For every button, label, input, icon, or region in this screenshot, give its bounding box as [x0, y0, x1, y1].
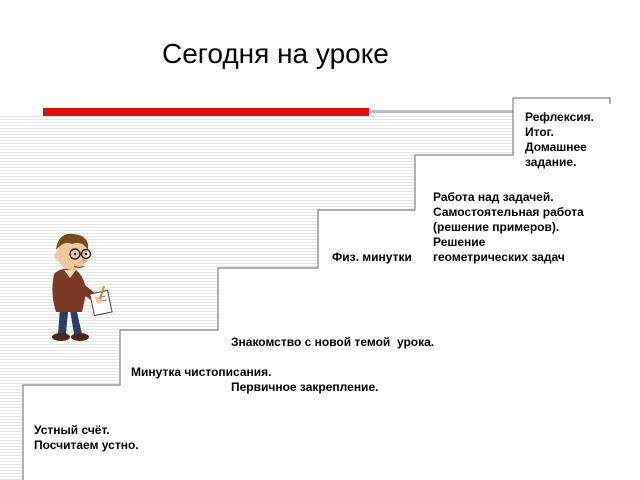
step-5-line-5: геометрических задач	[433, 250, 565, 264]
stair-fill-3	[218, 268, 640, 330]
stair-fill-2	[120, 330, 640, 385]
step-1-line-2: Посчитаем устно.	[34, 438, 139, 452]
step-5-line-4: Решение	[433, 235, 486, 249]
step-5-label: Работа над задачей. Самостоятельная рабо…	[433, 190, 584, 265]
step-6-line-2: Итог.	[525, 125, 554, 139]
step-6-line-1: Рефлексия.	[525, 110, 594, 124]
step-4-label: Физ. минутки	[332, 250, 412, 265]
step-5-line-2: Самостоятельная работа	[433, 205, 584, 219]
step-2-label: Минутка чистописания.	[131, 365, 271, 380]
step-3-label: Знакомство с новой темой урока. Первично…	[231, 305, 434, 410]
step-6-line-4: задание.	[525, 155, 577, 169]
step-6-line-3: Домашнее	[525, 140, 587, 154]
stair-outline	[22, 97, 611, 480]
step-1-line-1: Устный счёт.	[34, 423, 110, 437]
title-underline-gray	[369, 110, 640, 113]
step-5-line-1: Работа над задачей.	[433, 190, 554, 204]
title-underline-red	[43, 108, 369, 116]
page-title: Сегодня на уроке	[162, 38, 389, 69]
stair-fill-1	[23, 385, 640, 480]
step-6-label: Рефлексия. Итог. Домашнее задание.	[525, 110, 594, 170]
stair-fill-5	[415, 155, 640, 210]
step-4-line-1: Физ. минутки	[332, 250, 412, 264]
step-5-line-3: (решение примеров).	[433, 220, 560, 234]
step-3-line-2: Первичное закрепление.	[231, 380, 379, 394]
stair-fill-6	[513, 98, 640, 155]
step-2-line-1: Минутка чистописания.	[131, 365, 272, 379]
student-writing-icon	[42, 228, 114, 351]
stair-fill-4	[318, 210, 640, 268]
step-1-label: Устный счёт. Посчитаем устно.	[34, 423, 139, 453]
step-3-line-1: Знакомство с новой темой урока.	[231, 335, 435, 349]
